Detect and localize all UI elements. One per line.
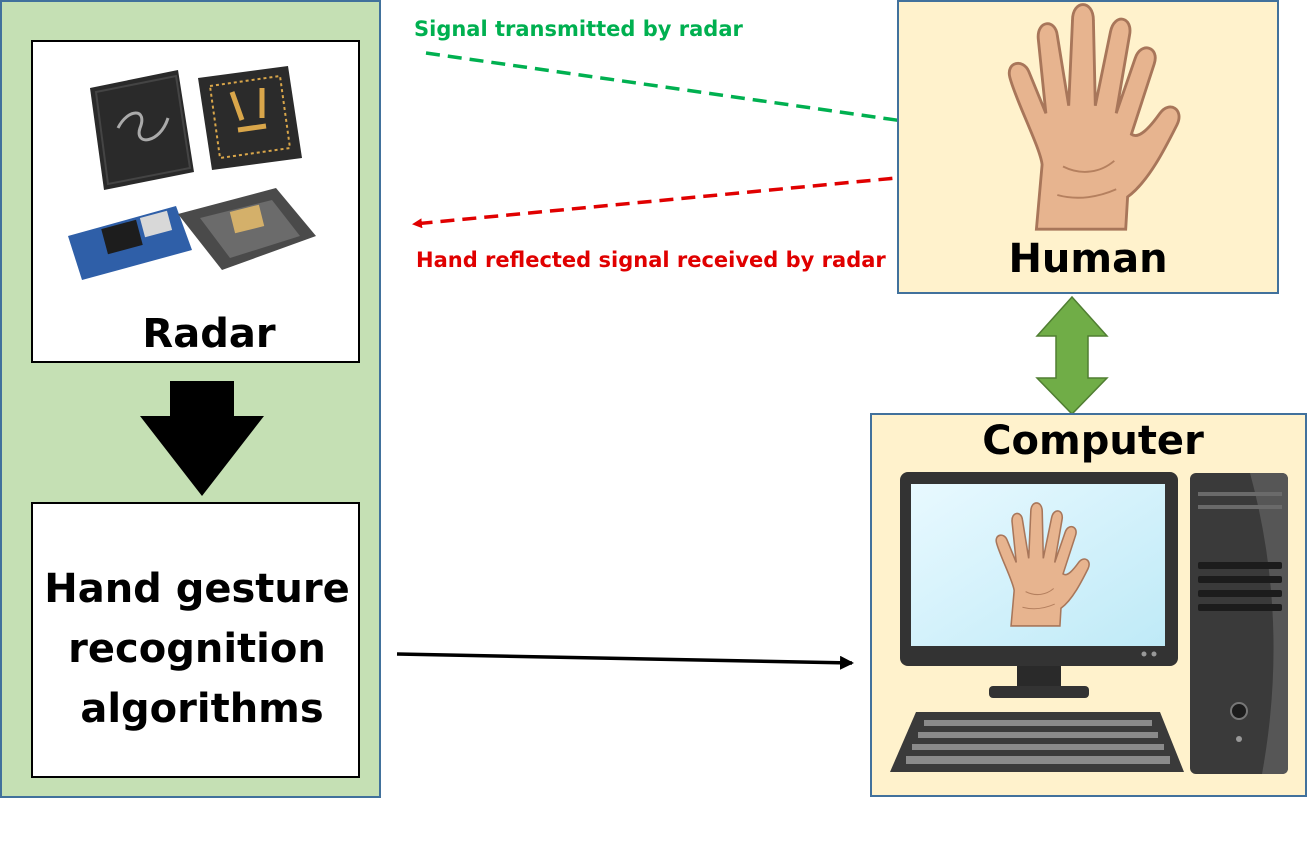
radar-label: Radar xyxy=(142,311,275,357)
output-arrow xyxy=(396,652,854,670)
reflected-signal-arrow xyxy=(412,168,981,229)
radar-chips-illustration xyxy=(68,66,316,280)
down-arrow-icon xyxy=(140,381,264,496)
signal-transmitted-label: Signal transmitted by radar xyxy=(414,17,744,41)
transmitted-signal-arrow xyxy=(425,51,982,136)
radar-box xyxy=(31,40,360,363)
algorithm-line-1: Hand gesture xyxy=(44,566,350,612)
desktop-computer-icon xyxy=(890,472,1288,774)
human-label: Human xyxy=(1008,236,1167,282)
computer-label: Computer xyxy=(982,418,1204,464)
bidirectional-arrow-icon xyxy=(1035,295,1109,416)
signal-received-label: Hand reflected signal received by radar xyxy=(416,248,886,272)
algorithm-line-2: recognition xyxy=(68,626,326,672)
algorithm-line-3: algorithms xyxy=(80,686,323,732)
algorithm-box xyxy=(31,502,360,778)
